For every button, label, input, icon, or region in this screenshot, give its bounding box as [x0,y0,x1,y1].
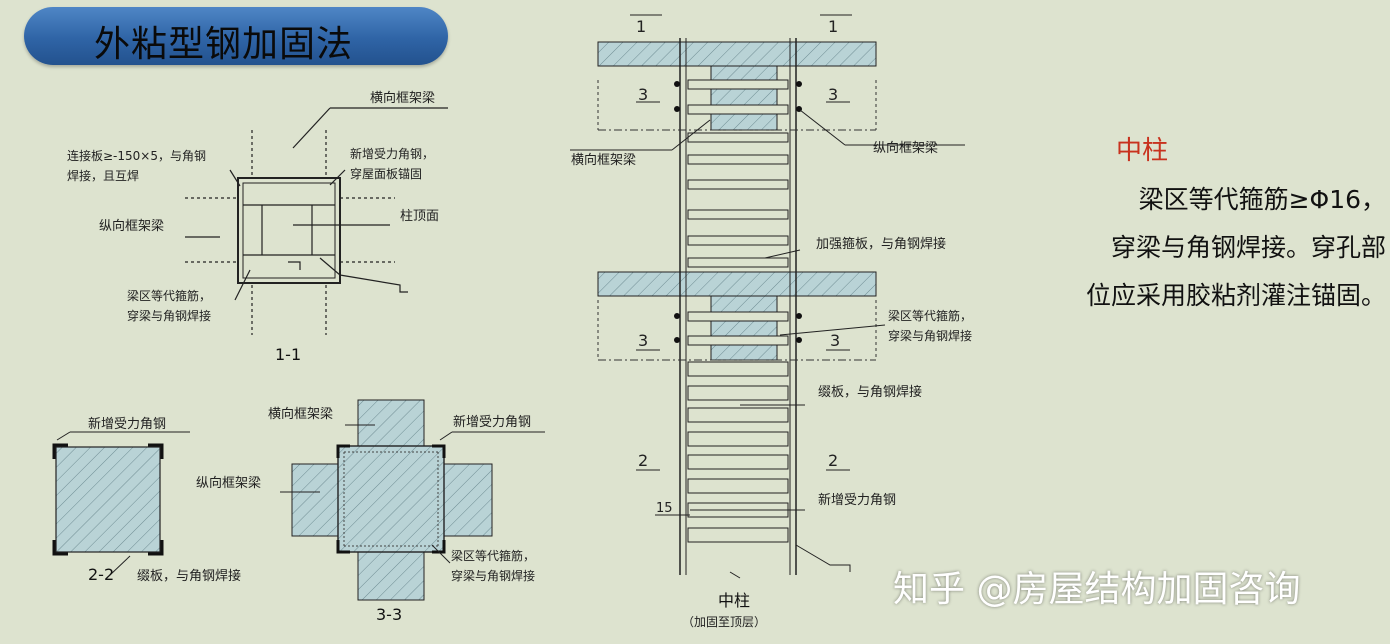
label-elev-beam-v: 纵向框架梁 [873,140,938,156]
label-elev-dim: 15 [656,501,673,516]
label-elev-batten: 缀板，与角钢焊接 [818,384,922,400]
marker-3-mid-left: 3 [638,331,648,350]
caption-1-1: 1-1 [275,345,301,364]
label-elev-stirrup-2: 穿梁与角钢焊接 [888,328,972,343]
section-2-2 [52,431,190,576]
label-1-1-beam-h: 横向框架梁 [370,90,435,106]
caption-elev: 中柱 [718,591,750,610]
note-line-2: 穿梁与角钢焊接。穿孔部 [1110,233,1386,262]
marker-1-right: 1 [828,17,838,36]
elevation-middle-column [570,14,965,579]
marker-3-top-left: 3 [638,85,648,104]
caption-3-3: 3-3 [376,605,402,624]
label-1-1-angle-1: 新增受力角钢， [350,146,434,161]
label-1-1-stirrup-2: 穿梁与角钢焊接 [127,308,211,323]
page-title: 外粘型钢加固法 [94,24,354,65]
title-banner: 外粘型钢加固法 [24,7,448,65]
marker-2-left: 2 [638,451,648,470]
label-3-3-angle: 新增受力角钢 [453,414,531,430]
note-body: 梁区等代箍筋≥Φ16， 穿梁与角钢焊接。穿孔部 位应采用胶粘剂灌注锚固。 [1058,176,1386,320]
note-line-1: 梁区等代箍筋≥Φ16， [1138,185,1386,214]
label-1-1-plate-2: 焊接，且互焊 [67,168,139,183]
label-1-1-angle-2: 穿屋面板锚固 [350,166,422,181]
marker-1-left: 1 [636,17,646,36]
label-1-1-plate-1: 连接板≥-150×5，与角钢 [67,148,206,163]
caption-elev-sub: （加固至顶层） [682,615,766,629]
label-1-1-col-top: 柱顶面 [400,209,439,224]
label-3-3-beam-v: 纵向框架梁 [196,475,261,491]
section-3-3 [280,399,545,601]
label-1-1-stirrup-1: 梁区等代箍筋， [127,288,211,303]
label-3-3-stirrup-1: 梁区等代箍筋， [451,548,535,563]
label-elev-angle: 新增受力角钢 [818,492,896,508]
label-1-1-beam-v: 纵向框架梁 [99,218,164,234]
marker-2-right: 2 [828,451,838,470]
label-elev-plate: 加强箍板，与角钢焊接 [816,236,946,252]
note-title: 中柱 [1116,136,1169,166]
note-line-3: 位应采用胶粘剂灌注锚固。 [1085,281,1386,310]
marker-3-top-right: 3 [828,85,838,104]
caption-2-2: 2-2 [88,565,114,584]
watermark: 知乎 @房屋结构加固咨询 [893,569,1301,610]
label-elev-stirrup-1: 梁区等代箍筋， [888,308,972,323]
label-3-3-beam-h: 横向框架梁 [268,406,333,422]
label-3-3-stirrup-2: 穿梁与角钢焊接 [451,568,535,583]
label-elev-beam-h: 横向框架梁 [571,152,636,168]
marker-3-mid-right: 3 [830,331,840,350]
label-2-2-batten: 缀板，与角钢焊接 [137,568,241,584]
section-1-1 [185,107,448,335]
label-2-2-angle: 新增受力角钢 [88,416,166,432]
